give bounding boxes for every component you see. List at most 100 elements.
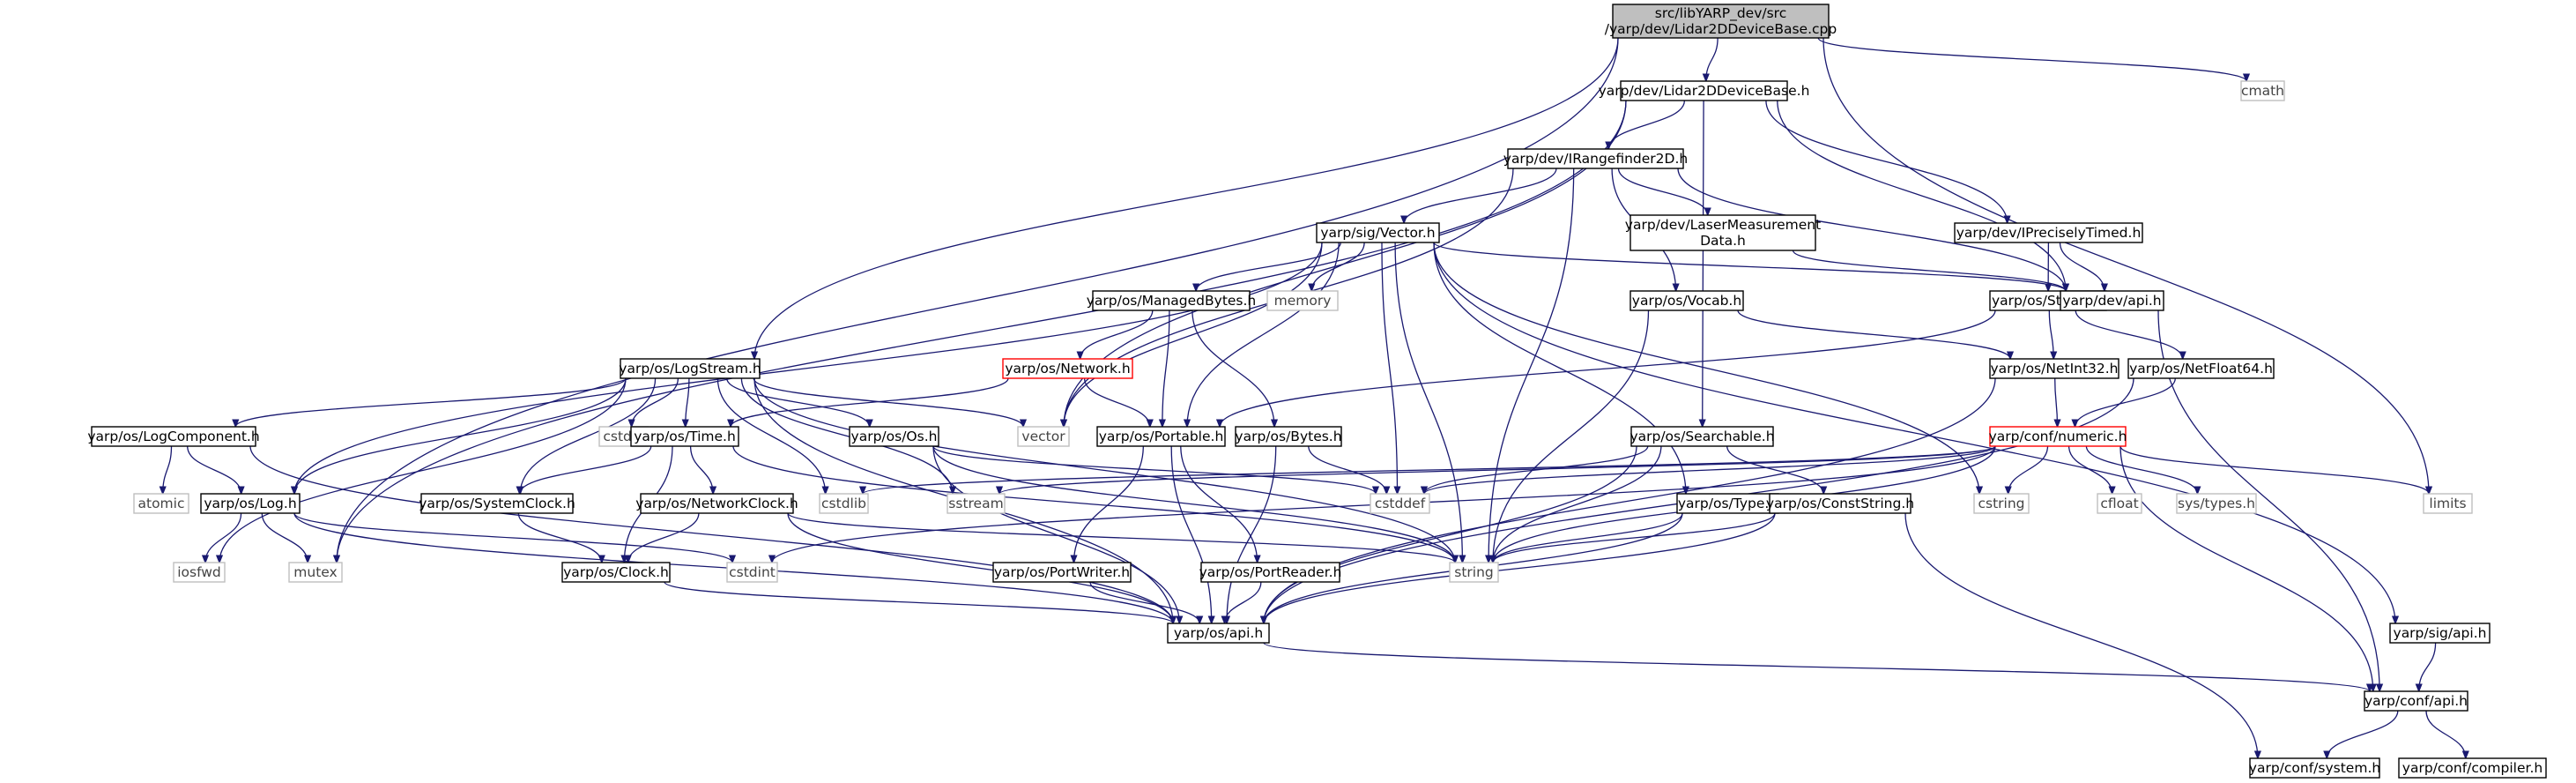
edge-network-to-portable [1083, 377, 1150, 427]
node-devapi[interactable]: yarp/dev/api.h [2060, 290, 2164, 311]
node-lidarh[interactable]: yarp/dev/Lidar2DDeviceBase.h [1599, 80, 1810, 101]
node-box [2423, 493, 2473, 514]
edge-logh-to-mutex [261, 512, 308, 563]
node-label: yarp/sig/Vector.h [1320, 225, 1435, 241]
edge-vectorh-to-memory [1311, 242, 1365, 291]
node-netclock[interactable]: yarp/os/NetworkClock.h [635, 493, 798, 514]
node-netfloat[interactable]: yarp/os/NetFloat64.h [2127, 358, 2275, 379]
node-cstddef: cstddef [1370, 493, 1430, 514]
node-system[interactable]: yarp/conf/system.h [2249, 757, 2380, 779]
edge-lidarh-to-devapi [1777, 100, 2066, 291]
node-irange[interactable]: yarp/dev/IRangefinder2D.h [1503, 148, 1688, 169]
node-box [1316, 222, 1440, 243]
node-label: cstdint [729, 564, 776, 580]
node-box [2249, 757, 2380, 779]
node-portable[interactable]: yarp/os/Portable.h [1096, 426, 1226, 447]
edge-managed-to-portable [1162, 309, 1170, 427]
edge-lidarh-to-irange [1608, 100, 1686, 149]
node-mutex: mutex [288, 562, 343, 583]
node-portreader[interactable]: yarp/os/PortReader.h [1199, 562, 1342, 583]
node-clock[interactable]: yarp/os/Clock.h [561, 562, 671, 583]
edge-portreader-to-osapi [1225, 581, 1262, 623]
node-label: yarp/os/ManagedBytes.h [1087, 293, 1257, 309]
node-memory: memory [1266, 290, 1339, 311]
node-label: cstddef [1375, 496, 1426, 511]
node-conststr[interactable]: yarp/os/ConstString.h [1766, 493, 1914, 514]
edge-vectorh-to-typeh [1433, 242, 1686, 494]
edge-numeric-to-limits [2119, 445, 2429, 494]
node-typeh[interactable]: yarp/os/Type.h [1676, 493, 1779, 514]
node-sigapi[interactable]: yarp/sig/api.h [2389, 623, 2491, 644]
node-bytes[interactable]: yarp/os/Bytes.h [1235, 426, 1342, 447]
edge-managed-to-bytes [1191, 309, 1274, 427]
edge-portwriter-to-osapi [1089, 581, 1199, 623]
node-box [1092, 290, 1251, 311]
edge-irange-to-devapi [1677, 168, 2066, 291]
edge-network-to-timeh [731, 377, 1009, 427]
edge-vectorh-to-devapi [1433, 242, 2066, 292]
node-timeh[interactable]: yarp/os/Time.h [630, 426, 739, 447]
node-box [1629, 290, 1744, 311]
node-box [2097, 493, 2142, 514]
node-box [1954, 222, 2143, 243]
edge-numeric-to-cstdlib [863, 445, 1996, 494]
node-box [2240, 80, 2285, 101]
node-label: yarp/conf/system.h [2249, 760, 2380, 776]
node-box [1167, 623, 1270, 644]
edge-vectorh-to-portable [1187, 242, 1340, 427]
node-box [91, 426, 256, 447]
node-box [1200, 562, 1340, 583]
node-label: cstdlib [821, 496, 866, 511]
node-root[interactable]: src/libYARP_dev/src/yarp/dev/Lidar2DDevi… [1605, 4, 1837, 39]
node-logstream[interactable]: yarp/os/LogStream.h [619, 358, 761, 379]
edge-logstream-to-iosfwd [219, 377, 627, 563]
header-nodes: src/libYARP_dev/src/yarp/dev/Lidar2DDevi… [87, 4, 2547, 779]
node-label: atomic [138, 496, 185, 511]
edge-numeric-to-cfloat [2067, 445, 2112, 494]
node-numeric[interactable]: yarp/conf/numeric.h [1989, 426, 2127, 447]
edge-searchable-to-string [1493, 445, 1662, 563]
node-box [1096, 426, 1226, 447]
node-portwriter[interactable]: yarp/os/PortWriter.h [992, 562, 1132, 583]
edge-logstream-to-string [753, 377, 1455, 563]
node-label: vector [1021, 429, 1065, 444]
node-vectorh[interactable]: yarp/sig/Vector.h [1316, 222, 1440, 243]
node-logcomp[interactable]: yarp/os/LogComponent.h [87, 426, 260, 447]
edge-logcomp-to-osapi [249, 445, 1173, 623]
node-box [173, 562, 226, 583]
node-searchable[interactable]: yarp/os/Searchable.h [1629, 426, 1775, 447]
node-logh[interactable]: yarp/os/Log.h [200, 493, 301, 514]
node-box [420, 493, 574, 514]
node-sysclock[interactable]: yarp/os/SystemClock.h [419, 493, 575, 514]
edge-root-to-mutex [337, 37, 1619, 563]
node-box [2060, 290, 2164, 311]
node-network[interactable]: yarp/os/Network.h [1002, 358, 1133, 379]
node-vocab[interactable]: yarp/os/Vocab.h [1629, 290, 1744, 311]
node-label: yarp/conf/numeric.h [1989, 429, 2127, 444]
node-os[interactable]: yarp/os/Os.h [849, 426, 939, 447]
node-label: yarp/sig/api.h [2394, 625, 2487, 641]
node-netint[interactable]: yarp/os/NetInt32.h [1989, 358, 2119, 379]
edge-vectorh-to-logh [294, 242, 1323, 494]
node-iprec[interactable]: yarp/dev/IPreciselyTimed.h [1954, 222, 2143, 243]
edge-netfloat-to-numeric [2075, 377, 2176, 427]
node-managed[interactable]: yarp/os/ManagedBytes.h [1087, 290, 1257, 311]
node-atomic: atomic [133, 493, 189, 514]
edge-portable-to-portwriter [1074, 445, 1144, 563]
edge-netclock-to-osapi [787, 512, 1173, 623]
node-osapi[interactable]: yarp/os/api.h [1167, 623, 1270, 644]
node-box [1017, 426, 1070, 447]
edge-confapi-to-compiler [2425, 710, 2466, 758]
node-limits: limits [2423, 493, 2473, 514]
node-sstream: sstream [947, 493, 1006, 514]
node-label: cfloat [2100, 496, 2138, 511]
edge-vocab-to-netint [1737, 309, 2010, 359]
edge-logstream-to-os [726, 377, 870, 427]
node-box [992, 562, 1132, 583]
edge-numeric-to-systypes [2085, 445, 2197, 494]
node-confapi[interactable]: yarp/conf/api.h [2364, 690, 2468, 712]
edge-lidarh-to-searchable [1703, 100, 1704, 427]
node-label: yarp/dev/IRangefinder2D.h [1503, 151, 1688, 167]
node-compiler[interactable]: yarp/conf/compiler.h [2398, 757, 2547, 779]
